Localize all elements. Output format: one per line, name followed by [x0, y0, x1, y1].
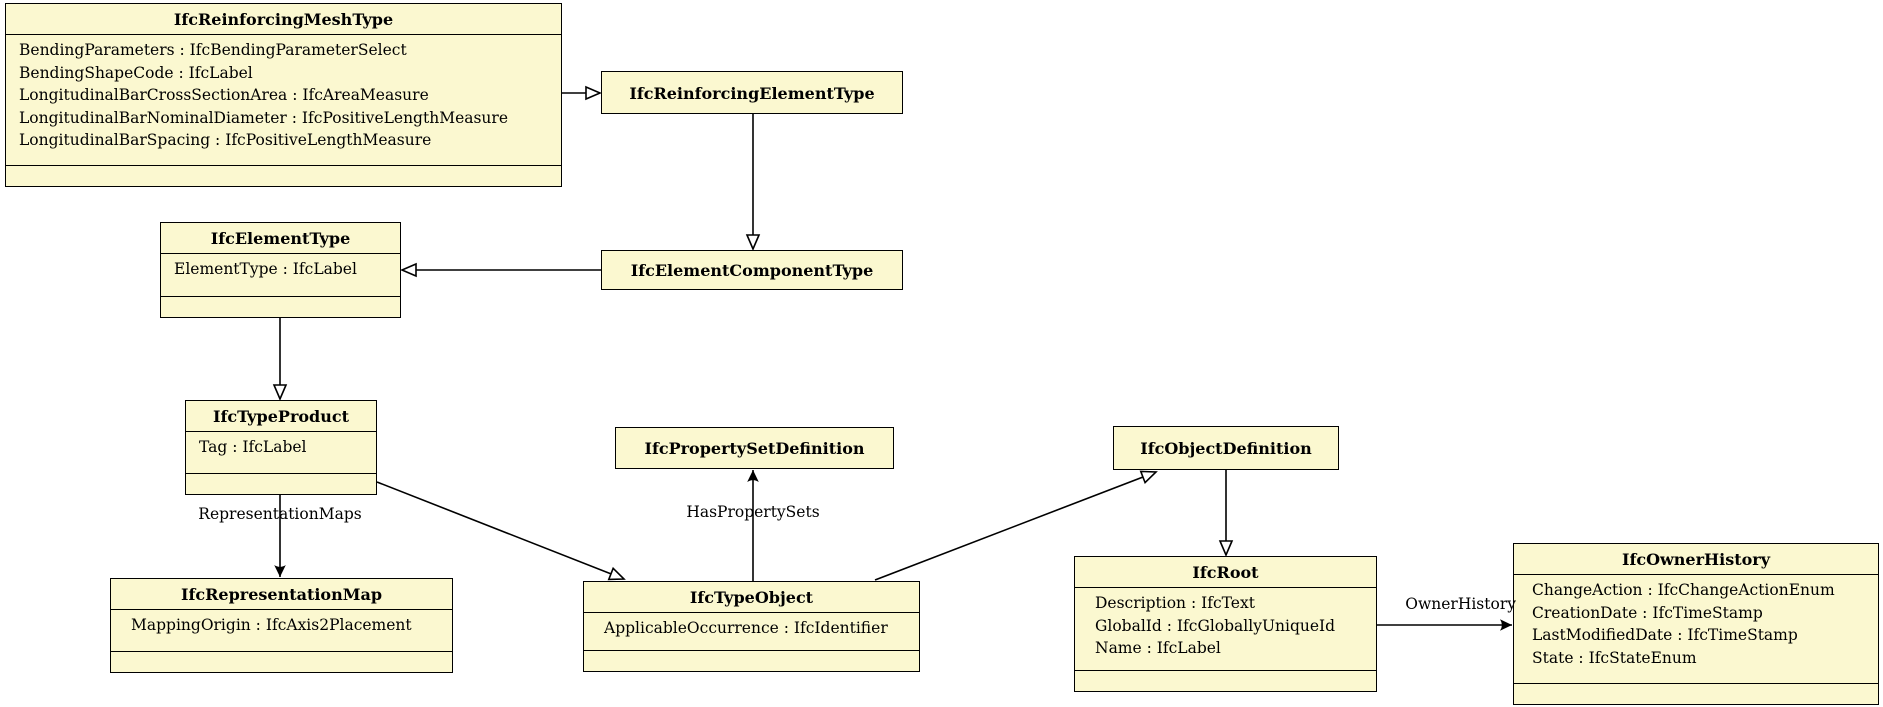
attribute: LongitudinalBarCrossSectionArea : IfcAre… [19, 86, 429, 105]
class-title: IfcObjectDefinition [1140, 439, 1312, 458]
class-ifcelementtype: IfcElementType ElementType : IfcLabel [160, 222, 401, 318]
class-operations-empty [1514, 684, 1878, 704]
class-attributes: BendingParameters : IfcBendingParameterS… [6, 35, 561, 166]
class-operations-empty [1075, 671, 1376, 691]
class-title: IfcOwnerHistory [1514, 544, 1878, 575]
attribute: BendingParameters : IfcBendingParameterS… [19, 41, 407, 59]
attribute: LongitudinalBarSpacing : IfcPositiveLeng… [19, 131, 432, 150]
class-ifcreinforcingelementtype: IfcReinforcingElementType [601, 71, 903, 114]
class-title: IfcReinforcingElementType [629, 83, 875, 103]
class-title: IfcPropertySetDefinition [644, 439, 865, 458]
attribute: LastModifiedDate : IfcTimeStamp [1532, 626, 1798, 645]
attribute: Description : IfcText [1095, 594, 1255, 612]
association-label-ownerhistory: OwnerHistory [1405, 595, 1516, 613]
class-attributes: ElementType : IfcLabel [161, 254, 400, 297]
class-operations-empty [111, 652, 452, 672]
generalization-ifctypeproduct-to-ifctypeobject [376, 481, 624, 579]
attribute: State : IfcStateEnum [1532, 648, 1697, 667]
attribute: GlobalId : IfcGloballyUniqueId [1095, 616, 1336, 635]
class-attributes: ApplicableOccurrence : IfcIdentifier [584, 613, 919, 651]
class-attributes: MappingOrigin : IfcAxis2Placement [111, 610, 452, 652]
attribute: Tag : IfcLabel [199, 438, 307, 456]
class-title: IfcTypeObject [584, 582, 919, 613]
attribute: MappingOrigin : IfcAxis2Placement [131, 616, 412, 634]
association-label-haspropertysets: HasPropertySets [686, 503, 820, 521]
class-ifcownerhistory: IfcOwnerHistory ChangeAction : IfcChange… [1513, 543, 1879, 705]
attribute: BendingShapeCode : IfcLabel [19, 63, 253, 82]
attribute: ChangeAction : IfcChangeActionEnum [1532, 581, 1835, 599]
class-ifcreinforcingmeshtype: IfcReinforcingMeshType BendingParameters… [5, 3, 562, 187]
class-title: IfcElementComponentType [630, 261, 874, 280]
class-ifcobjectdefinition: IfcObjectDefinition [1113, 426, 1339, 470]
attribute: LongitudinalBarNominalDiameter : IfcPosi… [19, 108, 508, 127]
class-title: IfcReinforcingMeshType [6, 4, 561, 35]
class-ifcroot: IfcRoot Description : IfcText GlobalId :… [1074, 556, 1377, 692]
class-ifcrepresentationmap: IfcRepresentationMap MappingOrigin : Ifc… [110, 578, 453, 673]
association-label-representationmaps: RepresentationMaps [198, 505, 362, 523]
class-ifctypeproduct: IfcTypeProduct Tag : IfcLabel [185, 400, 377, 495]
class-operations-empty [6, 166, 561, 186]
class-operations-empty [584, 651, 919, 671]
attribute: ElementType : IfcLabel [174, 260, 357, 278]
class-operations-empty [186, 474, 376, 494]
class-title: IfcRepresentationMap [111, 579, 452, 610]
class-attributes: Tag : IfcLabel [186, 432, 376, 474]
attribute: CreationDate : IfcTimeStamp [1532, 603, 1763, 622]
class-title: IfcRoot [1075, 557, 1376, 588]
class-attributes: Description : IfcText GlobalId : IfcGlob… [1075, 588, 1376, 671]
class-title: IfcTypeProduct [186, 401, 376, 432]
class-ifctypeobject: IfcTypeObject ApplicableOccurrence : Ifc… [583, 581, 920, 672]
class-operations-empty [161, 297, 400, 317]
class-ifcpropertysetdefinition: IfcPropertySetDefinition [615, 427, 894, 469]
attribute: Name : IfcLabel [1095, 639, 1221, 658]
attribute: ApplicableOccurrence : IfcIdentifier [604, 619, 888, 637]
class-attributes: ChangeAction : IfcChangeActionEnum Creat… [1514, 575, 1878, 684]
class-ifcelementcomponenttype: IfcElementComponentType [601, 250, 903, 290]
class-title: IfcElementType [161, 223, 400, 254]
